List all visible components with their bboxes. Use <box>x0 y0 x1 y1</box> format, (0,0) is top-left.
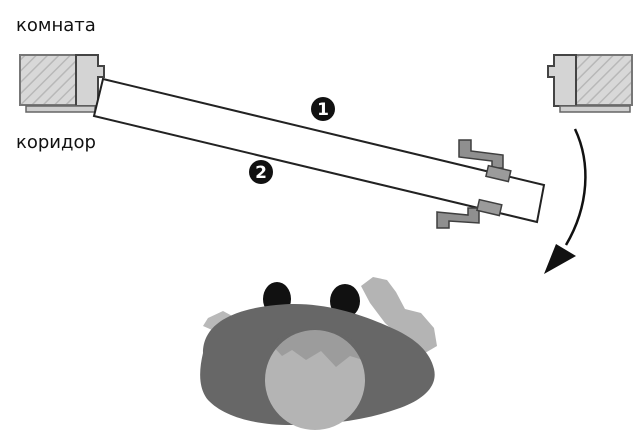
side-two-number: 2 <box>255 163 267 183</box>
room-label: комната <box>16 15 96 36</box>
person-top-view <box>200 277 437 430</box>
opening-direction-arrow <box>544 128 587 274</box>
side-two-marker: 2 <box>249 160 273 184</box>
corridor-label: коридор <box>16 132 96 153</box>
side-one-number: 1 <box>317 100 329 120</box>
left-door-frame <box>19 54 105 113</box>
door-leaf <box>92 77 546 224</box>
door-handle-lower <box>436 198 503 229</box>
door-handle-upper <box>458 139 512 183</box>
side-one-marker: 1 <box>311 97 335 121</box>
right-door-frame <box>547 54 633 113</box>
